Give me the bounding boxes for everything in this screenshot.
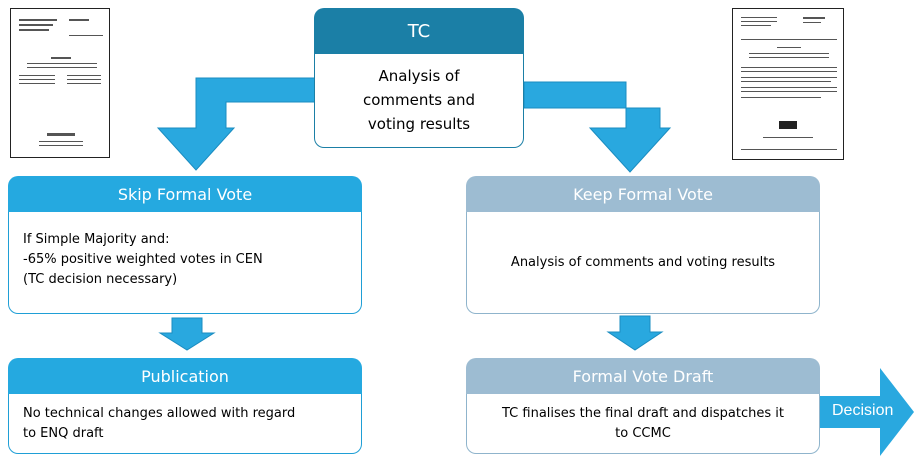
keep-body-text: Analysis of comments and voting results bbox=[510, 254, 776, 270]
document-thumbnail-left bbox=[10, 8, 110, 158]
keep-formal-vote-title: Keep Formal Vote bbox=[573, 184, 713, 204]
publication-body: No technical changes allowed with regard… bbox=[8, 394, 362, 454]
keep-formal-vote-body: Analysis of comments and voting results bbox=[466, 212, 820, 314]
skip-formal-vote-body: If Simple Majority and: -65% positive we… bbox=[8, 212, 362, 314]
arrow-skip-to-publication bbox=[158, 317, 216, 351]
arrow-tc-to-keep bbox=[523, 81, 672, 173]
skip-body-line: -65% positive weighted votes in CEN bbox=[23, 252, 263, 267]
tc-title: TC bbox=[407, 20, 431, 42]
tc-body-line: Analysis of bbox=[378, 67, 460, 85]
arrow-tc-to-skip bbox=[156, 77, 317, 171]
tc-body-line: voting results bbox=[367, 115, 471, 133]
decision-label: Decision bbox=[832, 402, 894, 419]
document-thumbnail-right bbox=[732, 8, 844, 160]
arrow-keep-to-fvd bbox=[606, 315, 664, 351]
publication-body-line: No technical changes allowed with regard bbox=[23, 406, 296, 421]
publication-body-line: to ENQ draft bbox=[23, 426, 104, 441]
publication-header: Publication bbox=[8, 358, 362, 394]
fvd-body-line: to CCMC bbox=[615, 426, 671, 441]
skip-body-line: If Simple Majority and: bbox=[23, 232, 170, 247]
publication-title: Publication bbox=[141, 366, 229, 386]
formal-vote-draft-header: Formal Vote Draft bbox=[466, 358, 820, 394]
keep-formal-vote-header: Keep Formal Vote bbox=[466, 176, 820, 212]
tc-body-line: comments and bbox=[362, 91, 476, 109]
skip-body-line: (TC decision necessary) bbox=[23, 272, 178, 287]
formal-vote-draft-title: Formal Vote Draft bbox=[572, 366, 714, 386]
formal-vote-draft-body: TC finalises the final draft and dispatc… bbox=[466, 394, 820, 454]
tc-header: TC bbox=[314, 8, 524, 54]
decision-arrow bbox=[818, 368, 914, 456]
fvd-body-line: TC finalises the final draft and dispatc… bbox=[502, 406, 784, 421]
skip-formal-vote-title: Skip Formal Vote bbox=[117, 184, 253, 204]
tc-body: Analysis of comments and voting results bbox=[314, 54, 524, 148]
skip-formal-vote-header: Skip Formal Vote bbox=[8, 176, 362, 212]
